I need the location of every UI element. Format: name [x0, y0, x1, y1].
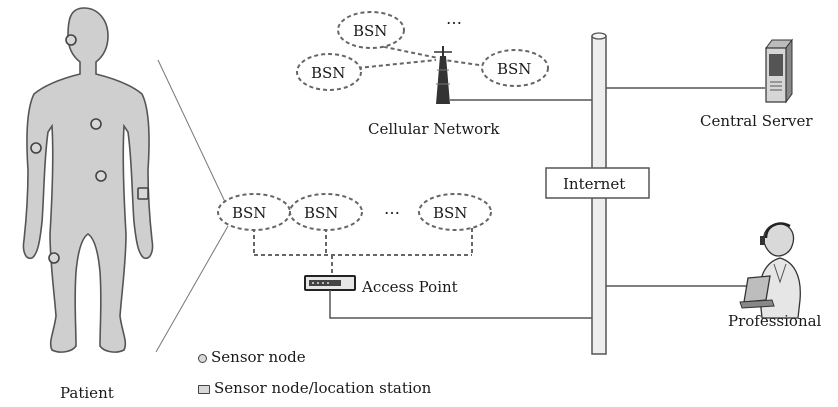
server-icon[interactable] — [765, 38, 793, 104]
sensor-node-icon — [95, 170, 107, 182]
bsn-label: BSN — [433, 204, 467, 222]
bsn-node[interactable] — [296, 53, 362, 91]
bsn-label: BSN — [304, 204, 338, 222]
ellipsis: … — [446, 9, 464, 28]
ellipsis: … — [384, 199, 402, 218]
sensor-node-icon — [198, 353, 207, 363]
location-station-icon — [137, 187, 149, 200]
internet-label-box — [545, 167, 650, 199]
bsn-node[interactable] — [418, 193, 492, 231]
bsn-label: BSN — [311, 64, 345, 82]
access-point-group: BSN BSN … BSN Access Point — [217, 193, 592, 319]
zoom-line-bottom — [155, 225, 229, 353]
bsn-node[interactable] — [337, 11, 405, 49]
legend-location-station-label: Sensor node/location station — [214, 379, 432, 397]
cell-link — [369, 43, 439, 59]
legend-location-station: Sensor node/location station — [198, 379, 431, 397]
location-station-icon — [198, 384, 210, 394]
person-silhouette-icon — [22, 7, 154, 353]
cellular-network-label: Cellular Network — [368, 120, 500, 138]
cellular-network-group: BSN BSN BSN … Cellular Network — [296, 9, 592, 138]
bsn-label: BSN — [232, 204, 266, 222]
sensor-node-icon — [65, 34, 77, 46]
internet-label: Internet — [563, 175, 625, 193]
internet-backbone: Internet — [545, 32, 650, 355]
legend-sensor-node: Sensor node — [198, 348, 306, 366]
patient-figure: Patient — [22, 7, 154, 402]
bsn-node[interactable] — [289, 193, 363, 231]
zoom-line-top — [157, 59, 227, 205]
sensor-node-icon — [30, 142, 42, 154]
patient-label: Patient — [60, 384, 114, 402]
cell-link — [357, 59, 437, 69]
professional-label: Professional — [728, 312, 822, 330]
legend-sensor-node-label: Sensor node — [211, 348, 306, 366]
bsn-node[interactable] — [481, 49, 549, 87]
sensor-node-icon — [90, 118, 102, 130]
central-server-label: Central Server — [700, 112, 813, 130]
access-point-label: Access Point — [361, 278, 458, 296]
bsn-label: BSN — [353, 22, 387, 40]
cell-tower-icon — [434, 46, 452, 104]
sensor-node-icon — [48, 252, 60, 264]
ap-to-internet-link — [329, 290, 592, 319]
bsn-label: BSN — [497, 60, 531, 78]
cell-link — [443, 59, 487, 67]
professional-icon[interactable] — [739, 222, 801, 319]
access-point-icon[interactable] — [304, 275, 356, 291]
